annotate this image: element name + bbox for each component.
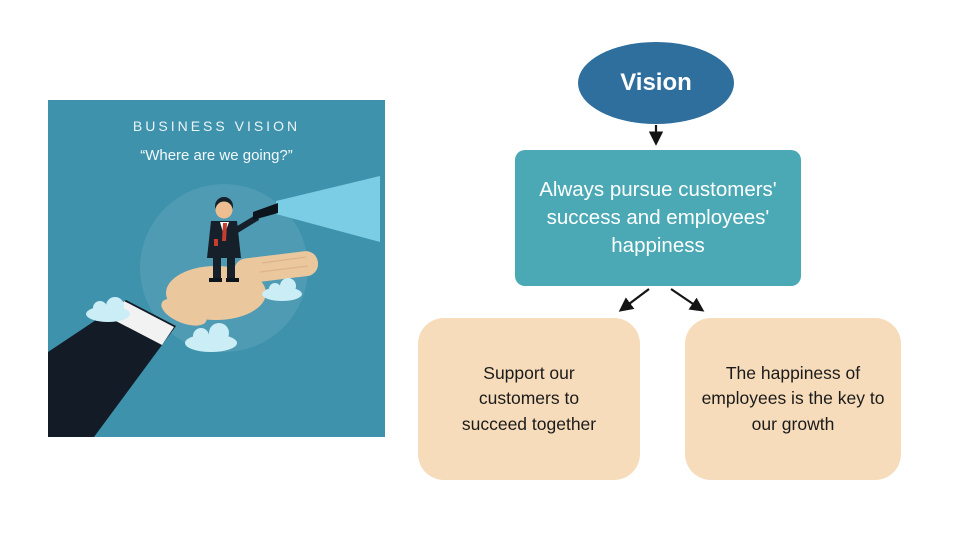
employee-happiness-text: The happiness of employees is the key to…: [701, 362, 885, 434]
image-title: BUSINESS VISION: [132, 118, 301, 134]
vision-root-label: Vision: [620, 69, 692, 96]
telescope-man-illustration: [48, 100, 385, 437]
cloud-right: [262, 278, 302, 301]
customer-support-text: Support our customers to succeed togethe…: [461, 362, 597, 434]
business-vision-image: BUSINESS VISION “Where are we going?”: [48, 100, 385, 437]
businessman: [207, 197, 259, 282]
telescope: [253, 203, 278, 220]
arrow-statement-to-right-child: [670, 288, 705, 312]
cloud-middle: [185, 323, 237, 352]
vision-root-node: Vision: [578, 42, 734, 124]
customer-support-box: Support our customers to succeed togethe…: [418, 318, 640, 480]
vision-statement-box: Always pursue customers' success and emp…: [515, 150, 801, 286]
arrow-statement-to-left-child: [618, 288, 650, 312]
vision-statement-text: Always pursue customers' success and emp…: [539, 177, 777, 258]
image-subtitle: “Where are we going?”: [140, 147, 293, 164]
employee-happiness-box: The happiness of employees is the key to…: [685, 318, 901, 480]
light-beam: [276, 176, 380, 242]
cloud-left: [86, 297, 130, 322]
giant-hand: [161, 251, 319, 326]
